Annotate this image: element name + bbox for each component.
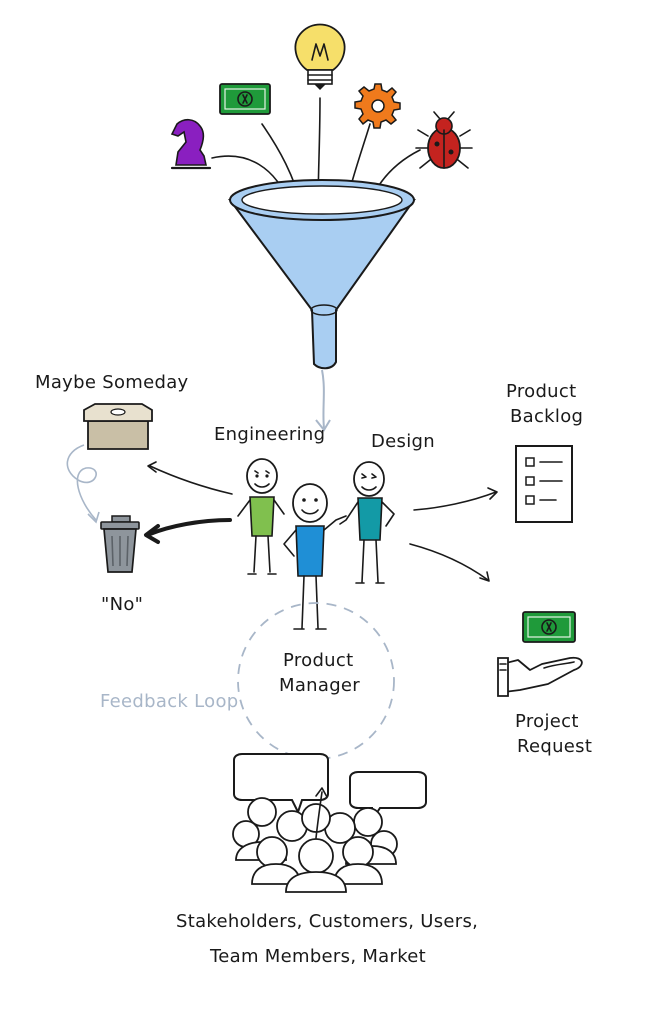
team-to-backlog-arrow	[413, 491, 497, 511]
team-to-no-arrow	[148, 518, 232, 536]
trash-can-icon	[100, 515, 140, 573]
team-to-no-arrowhead	[144, 524, 160, 544]
money-bill-icon	[522, 611, 576, 643]
funnel-output-arrow	[321, 369, 325, 429]
product-manager-label-line2: Manager	[279, 675, 360, 696]
team-to-maybe-arrow	[149, 465, 233, 495]
chess-knight-icon	[170, 118, 212, 170]
box-icon	[83, 403, 153, 450]
lightbulb-icon	[294, 23, 346, 90]
team-to-project-arrow	[409, 543, 489, 581]
product-backlog-label-line2: Backlog	[510, 406, 583, 427]
product-backlog-label-line1: Product	[506, 381, 576, 402]
maybe-someday-label: Maybe Someday	[35, 372, 189, 393]
team-to-project-arrowhead	[479, 571, 490, 582]
maybe-to-no-arrowhead	[87, 511, 100, 524]
team-to-maybe-arrowhead	[147, 461, 157, 473]
gear-icon	[354, 83, 401, 129]
feedback-loop-label: Feedback Loop	[100, 691, 239, 712]
sources-label-line2: Team Members, Market	[209, 946, 426, 967]
hand-with-money-icon	[497, 656, 583, 697]
design-label: Design	[371, 431, 435, 452]
project-request-label-line2: Request	[517, 736, 592, 757]
sources-label-line1: Stakeholders, Customers, Users,	[176, 911, 478, 932]
design-person	[339, 461, 395, 584]
engineering-person	[237, 458, 285, 575]
funnel-icon	[228, 179, 416, 370]
feedback-loop-circle	[237, 602, 395, 760]
bug-icon	[415, 111, 473, 169]
project-request-label-line1: Project	[515, 711, 579, 732]
team-to-backlog-arrowhead	[487, 487, 498, 500]
product-manager-person	[283, 483, 347, 630]
funnel-output-arrowhead	[315, 419, 331, 432]
maybe-to-no-arrow	[66, 444, 97, 521]
checklist-icon	[515, 445, 573, 523]
engineering-label: Engineering	[214, 424, 325, 445]
crowd-icon	[232, 753, 427, 893]
money-bill-icon	[219, 83, 271, 115]
product-manager-label-line1: Product	[283, 650, 353, 671]
no-label: "No"	[101, 594, 143, 615]
